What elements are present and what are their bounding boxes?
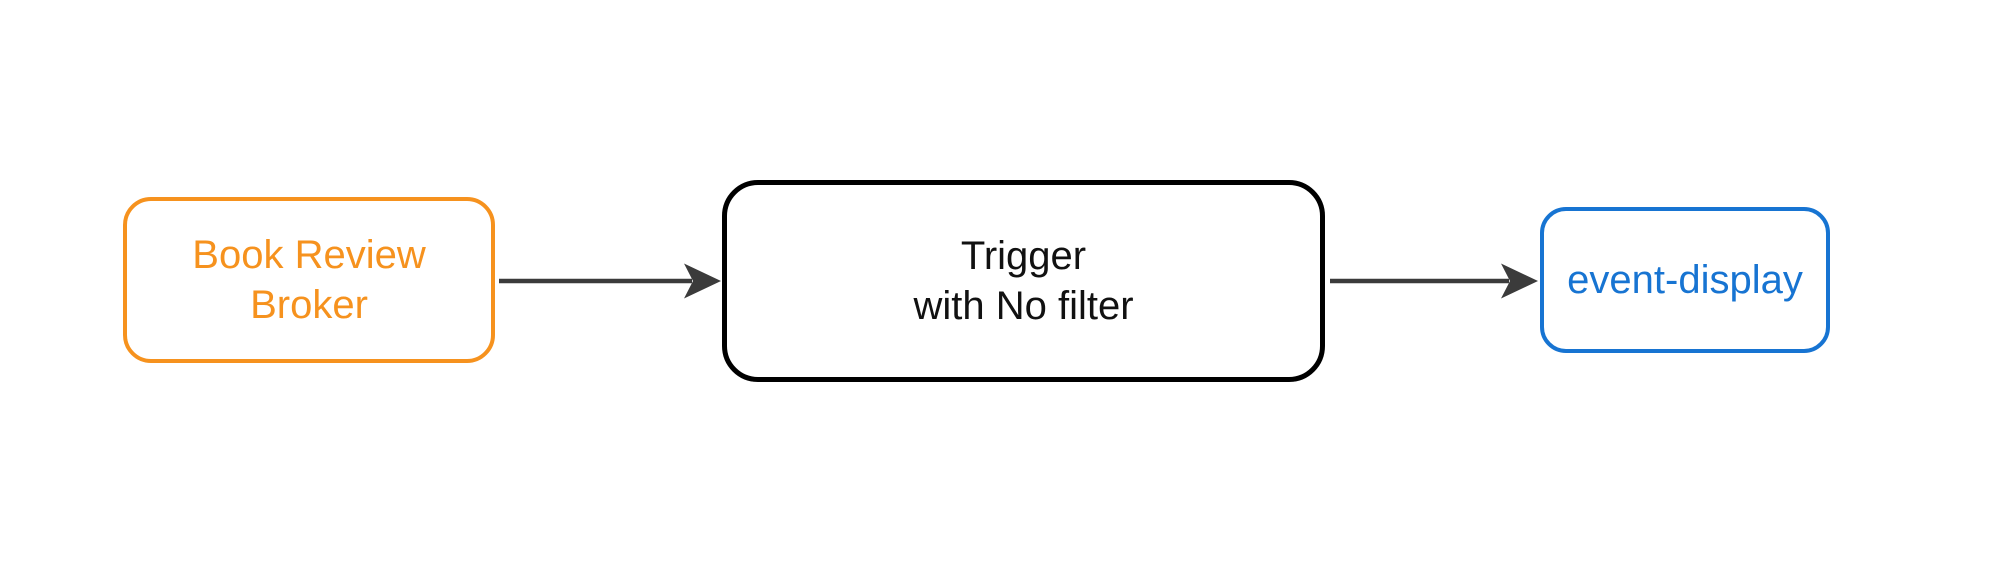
edge-arrowhead-icon bbox=[1501, 263, 1538, 299]
edge-trigger-to-event-display bbox=[1330, 263, 1538, 299]
node-label-line: Trigger bbox=[960, 234, 1087, 278]
node-book-review-broker: Book Review Broker bbox=[123, 197, 495, 363]
node-label-line: with No filter bbox=[913, 284, 1134, 328]
node-label-line: Broker bbox=[250, 283, 368, 327]
node-label-line: event-display bbox=[1567, 258, 1803, 302]
node-label-line: Book Review bbox=[192, 233, 426, 277]
node-event-display: event-display bbox=[1540, 207, 1830, 353]
node-trigger-with-no-filter: Trigger with No filter bbox=[722, 180, 1325, 382]
edge-broker-to-trigger bbox=[499, 263, 721, 299]
edge-arrowhead-icon bbox=[684, 263, 721, 299]
